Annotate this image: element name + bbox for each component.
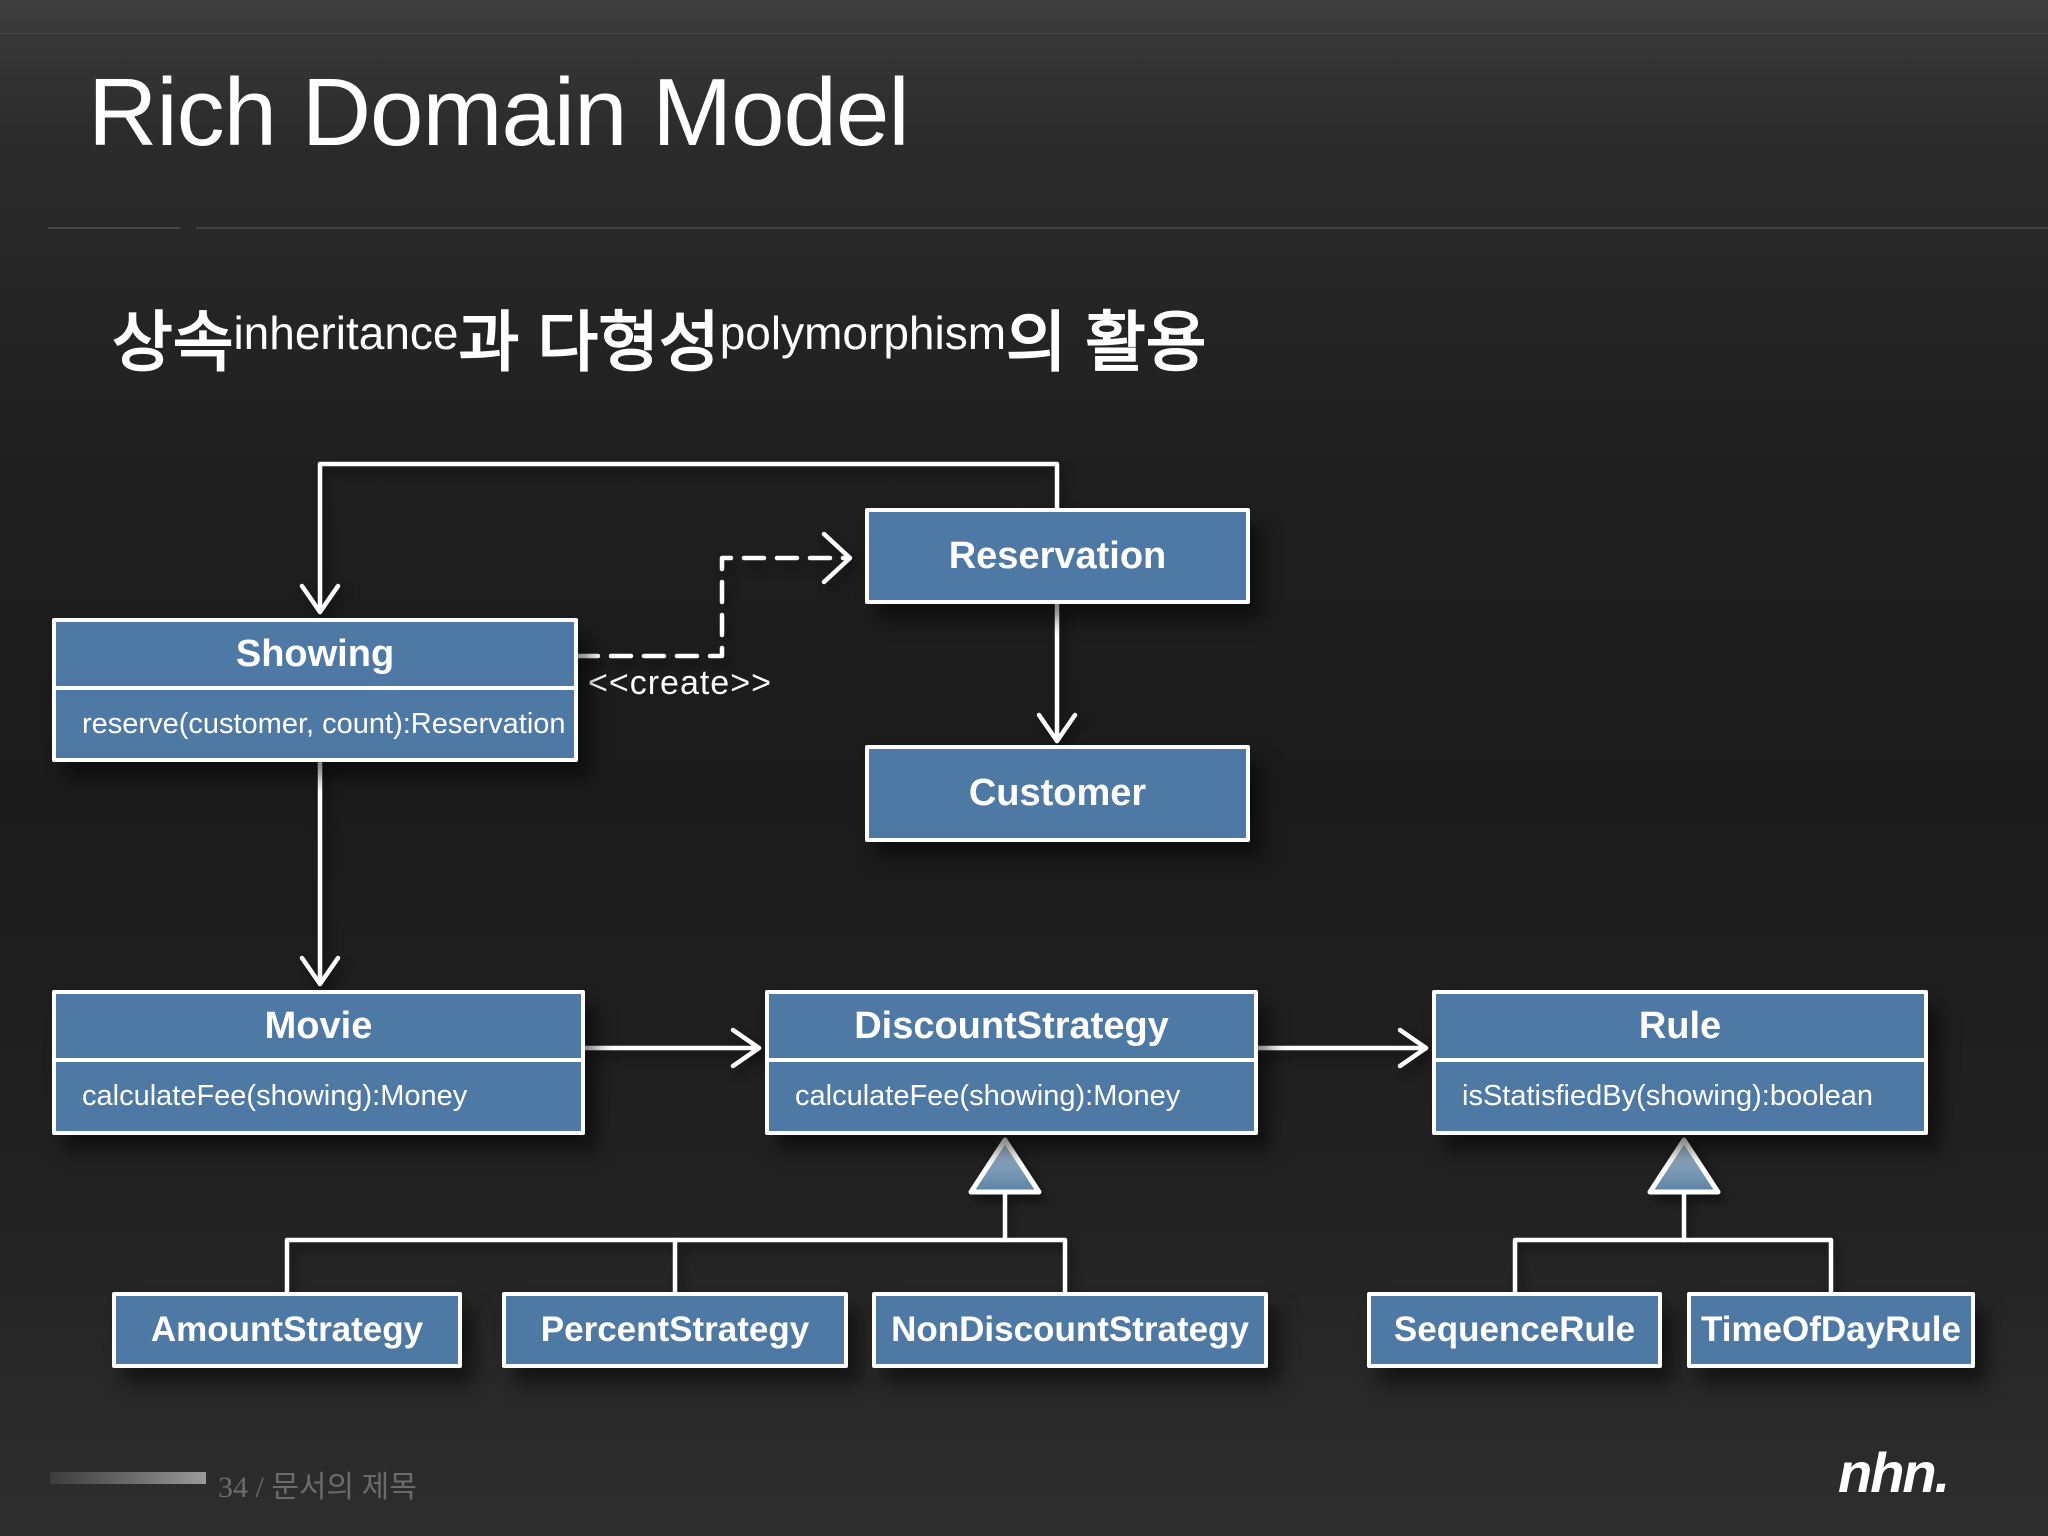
edge-reservation-showing: [317, 461, 1060, 615]
generalization-triangle-rule: [1647, 1137, 1721, 1195]
class-name-amountstrategy: AmountStrategy: [150, 1310, 424, 1349]
class-name-nondiscountstrategy: NonDiscountStrategy: [891, 1310, 1249, 1349]
arrowhead-into-customer: [1036, 712, 1078, 744]
title-divider-right: [196, 227, 2048, 229]
edge-create-dependency: [575, 555, 849, 659]
class-name-discountstrategy: DiscountStrategy: [769, 994, 1254, 1062]
class-name-showing: Showing: [56, 622, 574, 690]
footer-accent-bar: [50, 1472, 206, 1484]
class-box-sequencerule: SequenceRule: [1367, 1292, 1662, 1368]
class-box-rule: Rule isStatisfiedBy(showing):boolean: [1432, 990, 1928, 1135]
arrowhead-into-rule: [1397, 1027, 1429, 1069]
subtitle-korean-3: 의 활용: [1006, 305, 1207, 379]
class-box-movie: Movie calculateFee(showing):Money: [52, 990, 585, 1135]
slide-title: Rich Domain Model: [88, 59, 910, 166]
class-name-percentstrategy: PercentStrategy: [540, 1310, 810, 1349]
class-box-nondiscountstrategy: NonDiscountStrategy: [872, 1292, 1268, 1368]
class-name-movie: Movie: [56, 994, 581, 1062]
class-box-showing: Showing reserve(customer, count):Reserva…: [52, 618, 578, 762]
subtitle-english-1: inheritance: [233, 307, 459, 359]
class-box-customer: Customer: [865, 745, 1250, 842]
top-hairline: [0, 33, 2048, 34]
footer-page-text: 34 / 문서의 제목: [218, 1471, 417, 1504]
class-name-sequencerule: SequenceRule: [1393, 1310, 1636, 1349]
arrowhead-into-discountstrategy: [730, 1027, 762, 1069]
class-box-timeofdayrule: TimeOfDayRule: [1687, 1292, 1975, 1368]
class-method-discountstrategy: calculateFee(showing):Money: [795, 1080, 1181, 1112]
subtitle-english-2: polymorphism: [719, 307, 1007, 359]
create-stereotype-label: <<create>>: [588, 664, 772, 702]
class-box-discountstrategy: DiscountStrategy calculateFee(showing):M…: [765, 990, 1258, 1135]
class-name-customer: Customer: [968, 772, 1147, 814]
subtitle-korean-1: 상속: [112, 305, 234, 379]
slide-subtitle: 상속 inheritance 과 다형성 polymorphism 의 활용: [112, 300, 1207, 386]
class-box-percentstrategy: PercentStrategy: [502, 1292, 848, 1368]
nhn-logo: nhn.: [1838, 1441, 1950, 1504]
class-method-movie: calculateFee(showing):Money: [82, 1080, 468, 1112]
subtitle-korean-2: 과 다형성: [458, 305, 720, 379]
arrowhead-into-showing: [299, 583, 341, 615]
title-divider-left: [48, 227, 180, 229]
bus-rules: [1512, 1237, 1834, 1295]
class-method-showing: reserve(customer, count):Reservation: [82, 707, 566, 740]
class-name-rule: Rule: [1436, 994, 1924, 1062]
class-name-timeofdayrule: TimeOfDayRule: [1701, 1310, 1961, 1349]
arrowhead-create-into-reservation: [821, 531, 853, 585]
class-box-reservation: Reservation: [865, 508, 1250, 604]
generalization-triangle-discountstrategy: [968, 1137, 1042, 1195]
class-box-amountstrategy: AmountStrategy: [112, 1292, 462, 1368]
class-method-rule: isStatisfiedBy(showing):boolean: [1462, 1080, 1874, 1112]
class-name-reservation: Reservation: [948, 534, 1167, 577]
arrowhead-into-movie: [299, 955, 341, 987]
